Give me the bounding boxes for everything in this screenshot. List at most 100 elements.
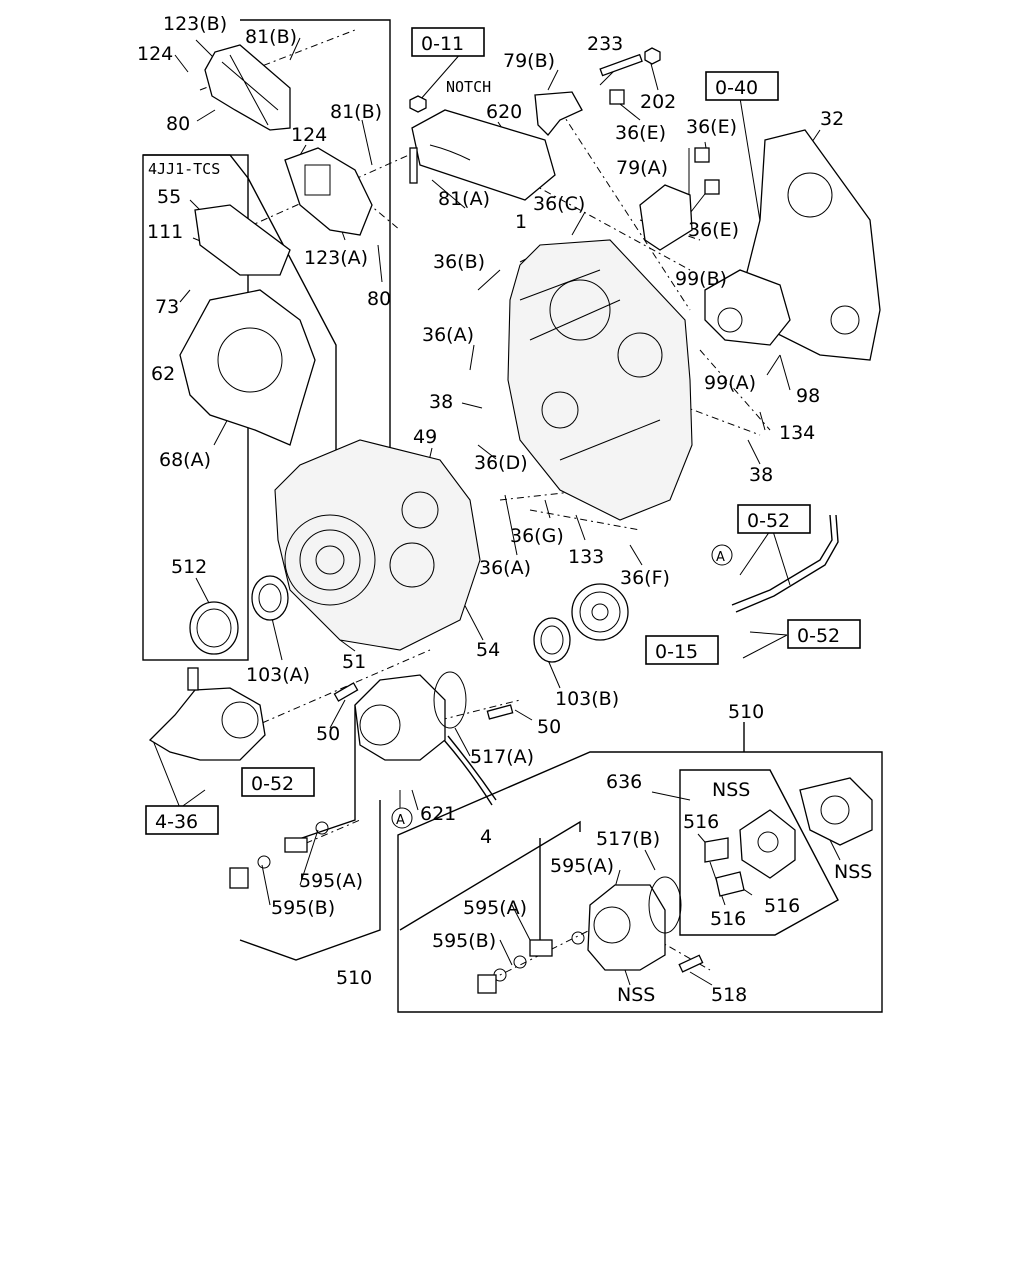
callout-621: 621 [420,803,456,825]
callout-510-bottom: 510 [336,967,372,989]
callout-79b: 79(B) [503,50,555,72]
callout-512: 512 [171,556,207,578]
callout-80-2: 80 [367,288,391,310]
bracket-79a [639,184,693,251]
callout-595b-1: 595(B) [432,930,496,952]
callout-36a-2: 36(A) [479,557,531,579]
ref-0-52-a: 0-52 [747,510,790,532]
callout-36e-2: 36(E) [686,116,737,138]
components [148,44,881,994]
callout-233: 233 [587,33,623,55]
callout-51: 51 [342,651,366,673]
pump-assembly-436 [148,687,266,761]
front-cover-49 [274,439,481,651]
callout-1: 1 [515,211,527,233]
callout-36e-1: 36(E) [615,122,666,144]
cover-123a [284,147,373,236]
callout-36e-3: 36(E) [688,219,739,241]
callout-516-3: 516 [710,908,746,930]
ref-0-15: 0-15 [655,641,698,663]
callout-123a: 123(A) [304,247,368,269]
label-notch: NOTCH [446,78,491,96]
ref-box-0-40 [705,71,779,101]
callout-32: 32 [820,108,844,130]
callout-80-top: 80 [166,113,190,135]
callout-516-1: 516 [683,811,719,833]
callout-36d: 36(D) [474,452,528,474]
callout-517a: 517(A) [470,746,534,768]
callout-38-2: 38 [749,464,773,486]
callout-103b: 103(B) [555,688,619,710]
callout-510-top: 510 [728,701,764,723]
callout-50-1: 50 [316,723,340,745]
callout-518: 518 [711,984,747,1006]
ref-0-40: 0-40 [715,77,758,99]
ref-0-52-c: 0-52 [251,773,294,795]
callout-595a-3: 595(A) [299,870,363,892]
marker-a-1: A [716,550,725,565]
callout-36c: 36(C) [533,193,585,215]
callout-49: 49 [413,426,437,448]
ref-box-0-52-a [737,504,811,534]
marker-a-2: A [396,813,405,828]
ref-box-0-11 [411,27,485,57]
callout-36f: 36(F) [620,567,670,589]
callout-55: 55 [157,186,181,208]
callout-73: 73 [155,296,179,318]
plate-55 [194,204,291,276]
label-nss-1: NSS [712,779,750,801]
label-tcs: 4JJ1-TCS [148,160,220,178]
ref-box-0-52-b [787,619,861,649]
case-68a [179,289,316,446]
callout-636: 636 [606,771,642,793]
callout-79a: 79(A) [616,157,668,179]
vacuum-pump-510-right [587,884,666,971]
gasket-620 [411,109,556,201]
callout-54: 54 [476,639,500,661]
pump-99 [704,269,791,346]
callout-124-2: 124 [291,124,327,146]
rotor-nss [739,809,796,879]
callout-103a: 103(A) [246,664,310,686]
callout-124-top: 124 [137,43,173,65]
vacuum-pump-510-left [354,674,446,761]
seal-103b [533,617,571,663]
callout-81a: 81(A) [438,188,490,210]
callout-36a-1: 36(A) [422,324,474,346]
ref-0-52-b: 0-52 [797,625,840,647]
callout-134: 134 [779,422,815,444]
callout-81b-top: 81(B) [245,26,297,48]
callout-4: 4 [480,826,492,848]
bracket-79b [534,91,583,136]
ref-box-0-52-c [241,767,315,797]
callout-133: 133 [568,546,604,568]
timing-case-1 [507,239,693,521]
callout-123b-top: 123(B) [163,13,227,35]
callout-62: 62 [151,363,175,385]
callout-111: 111 [147,221,183,243]
callouts: 123(B) 81(B) 124 80 81(B) 124 123(A) 80 … [137,13,872,1006]
oring-517a [433,671,467,729]
callout-202: 202 [640,91,676,113]
label-nss-3: NSS [617,984,655,1006]
callout-81b-2: 81(B) [330,101,382,123]
callout-99a: 99(A) [704,372,756,394]
callout-68a: 68(A) [159,449,211,471]
ref-4-36: 4-36 [155,811,198,833]
oil-pipe [731,514,833,606]
callout-595a-1: 595(A) [550,855,614,877]
callout-99b: 99(B) [675,268,727,290]
callout-50-2: 50 [537,716,561,738]
callout-38-1: 38 [429,391,453,413]
callout-595b-2: 595(B) [271,897,335,919]
ref-box-0-15 [645,635,719,665]
reference-boxes: 0-11 0-40 0-52 0-52 0-15 0-52 4-36 [145,27,861,835]
pump-cover-nss [799,777,873,846]
ref-0-11: 0-11 [421,33,464,55]
gear [571,583,629,641]
callout-516-2: 516 [764,895,800,917]
callout-36g: 36(G) [510,525,564,547]
ref-box-4-36 [145,805,219,835]
callout-595a-2: 595(A) [463,897,527,919]
